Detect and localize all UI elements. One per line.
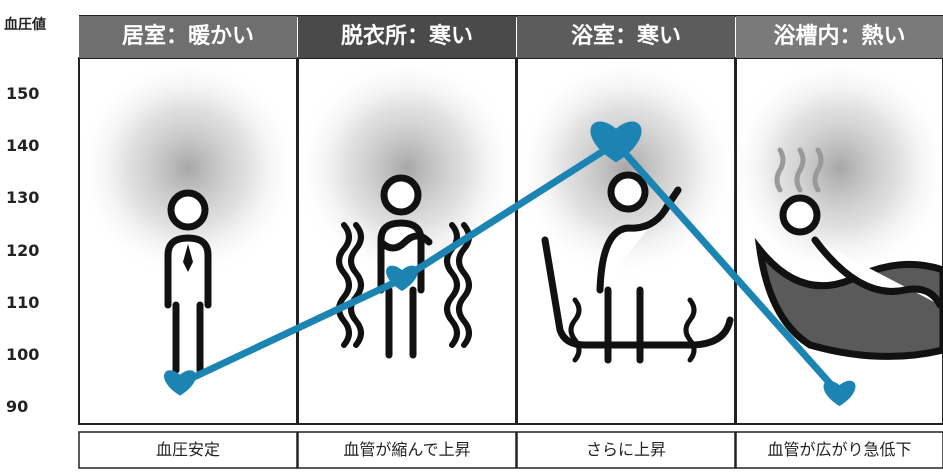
person-changing-head [380, 174, 422, 216]
caption-bathtub: 血管が広がり急低下 [767, 440, 912, 459]
y-tick-label: 140 [6, 136, 40, 155]
person-living-head [167, 189, 209, 231]
room-glow [514, 56, 738, 280]
shiver-wave [336, 222, 352, 348]
header-living-room: 居室：暖かい [79, 16, 297, 58]
bathtub-edge-icon [541, 236, 734, 349]
room-panel-frame [735, 57, 943, 425]
person-tub-head [779, 194, 821, 236]
caption-frame [516, 431, 736, 469]
y-tick-label: 90 [6, 397, 29, 416]
heart-icon [590, 121, 642, 163]
y-axis-title: 血圧値 [4, 17, 46, 33]
steam-icon [794, 147, 806, 193]
shiver-wave [568, 297, 582, 363]
room-glow [727, 56, 943, 280]
steam-icon [774, 147, 786, 193]
y-tick-label: 100 [6, 345, 40, 364]
person-tub-body [811, 236, 943, 309]
person-bath-body [596, 186, 682, 294]
crossed-arms-icon [377, 232, 433, 252]
caption-frame [735, 431, 943, 469]
y-tick-label: 110 [6, 293, 40, 312]
caption-frame [78, 431, 298, 469]
steam-icon [812, 147, 824, 193]
tie-icon [183, 244, 193, 272]
shiver-wave [456, 222, 472, 348]
shiver-wave [683, 297, 697, 363]
person-bath-head [607, 171, 649, 213]
header-bathroom: 浴室：寒い [517, 16, 735, 58]
heart-icon [386, 265, 418, 292]
header-bathtub: 浴槽内：熱い [736, 16, 943, 58]
header-changing-room: 脱衣所：寒い [298, 16, 516, 58]
person-changing-legs [385, 286, 417, 359]
heart-icon [823, 380, 856, 407]
y-tick-label: 150 [6, 84, 40, 103]
person-living-legs [172, 301, 204, 374]
blood-pressure-line [176, 139, 843, 398]
y-tick-label: 120 [6, 241, 40, 260]
person-bath-legs [604, 286, 644, 364]
caption-changing-room: 血管が縮んで上昇 [343, 440, 471, 459]
heart-icon [164, 370, 196, 396]
shiver-wave [348, 222, 364, 348]
caption-frame [297, 431, 517, 469]
caption-bathroom: さらに上昇 [585, 440, 666, 459]
y-tick-label: 130 [6, 188, 40, 207]
room-glow [76, 56, 300, 280]
caption-living-room: 血圧安定 [155, 440, 220, 459]
